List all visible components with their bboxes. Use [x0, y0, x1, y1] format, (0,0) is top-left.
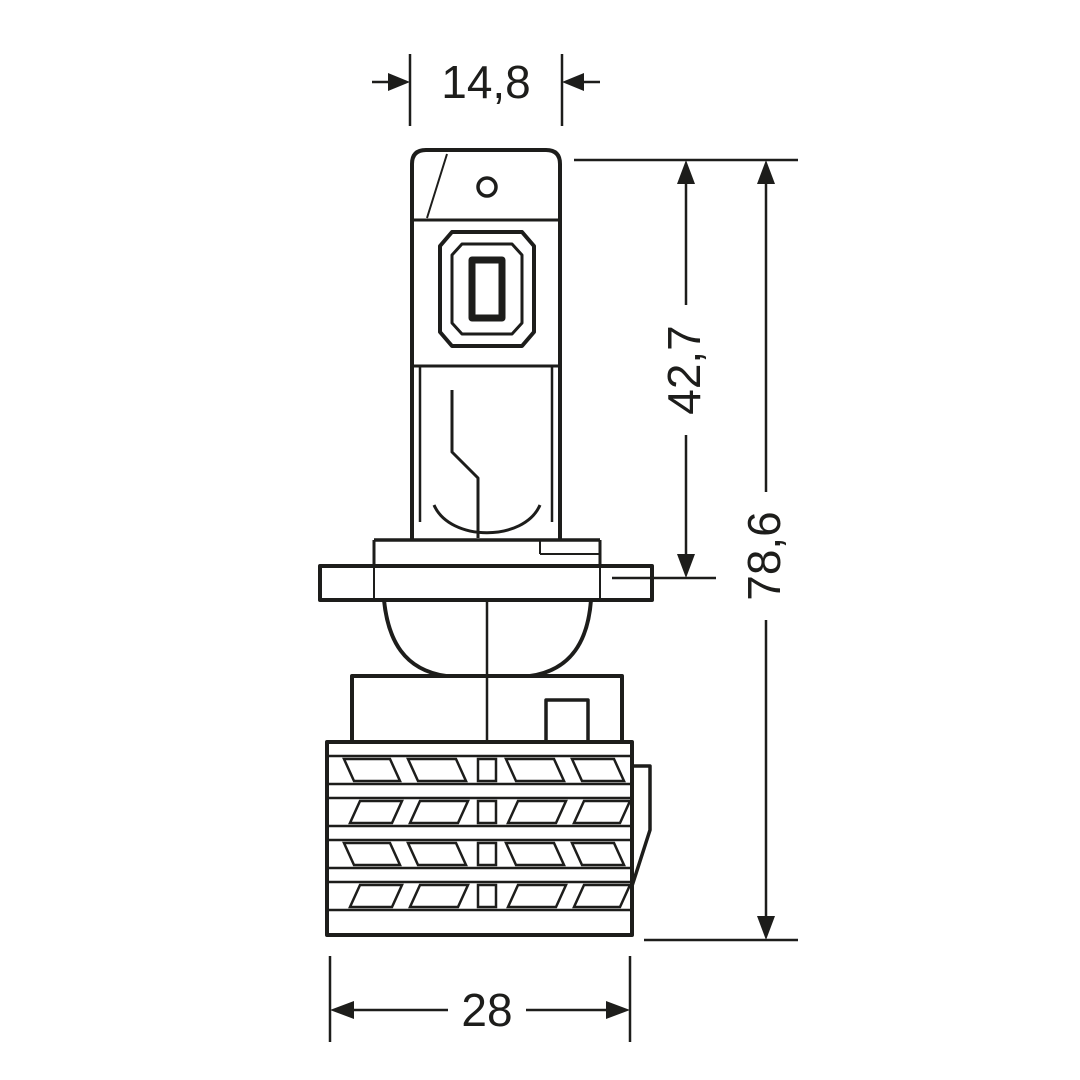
- fin-row: [348, 883, 632, 909]
- led-window: [438, 230, 536, 348]
- fin-row: [342, 757, 626, 783]
- arrowhead-right-icon: [388, 73, 410, 91]
- dimension-upper-height: 42,7: [574, 158, 798, 580]
- electrode-wire: [450, 390, 480, 538]
- flange-plate: [318, 564, 654, 602]
- dimension-total-height: 78,6: [644, 160, 798, 942]
- arrowhead-down-icon: [677, 554, 695, 578]
- led-window-inner: [450, 242, 524, 336]
- cap-hole: [476, 176, 498, 198]
- bulb-tube: [410, 148, 562, 540]
- arrowhead-right-icon: [606, 1001, 630, 1019]
- dimension-top-width: 14,8: [372, 54, 600, 126]
- dimension-base-width: 28: [328, 956, 632, 1042]
- fin-row: [348, 799, 632, 825]
- tube-outline: [410, 148, 562, 540]
- arrowhead-down-icon: [757, 916, 775, 940]
- arrowhead-left-icon: [330, 1001, 354, 1019]
- heatsink-side-tab: [630, 764, 652, 887]
- dimension-label-upper-height: 42,7: [658, 325, 710, 415]
- arrowhead-up-icon: [677, 160, 695, 184]
- fin-row: [342, 841, 626, 867]
- dimension-label-base-width: 28: [461, 984, 512, 1036]
- connector-latch: [544, 698, 590, 744]
- connector-block: [350, 600, 624, 744]
- heatsink: [325, 740, 652, 937]
- led-chip: [468, 256, 506, 322]
- led-window-outer: [438, 230, 536, 348]
- arrowhead-left-icon: [562, 73, 584, 91]
- cap-chamfer-line: [426, 153, 448, 219]
- arrowhead-up-icon: [757, 160, 775, 184]
- dimension-label-total-height: 78,6: [738, 511, 790, 601]
- heatsink-body: [325, 740, 634, 937]
- glass-cup: [432, 504, 542, 535]
- dimension-label-top-width: 14,8: [441, 56, 531, 108]
